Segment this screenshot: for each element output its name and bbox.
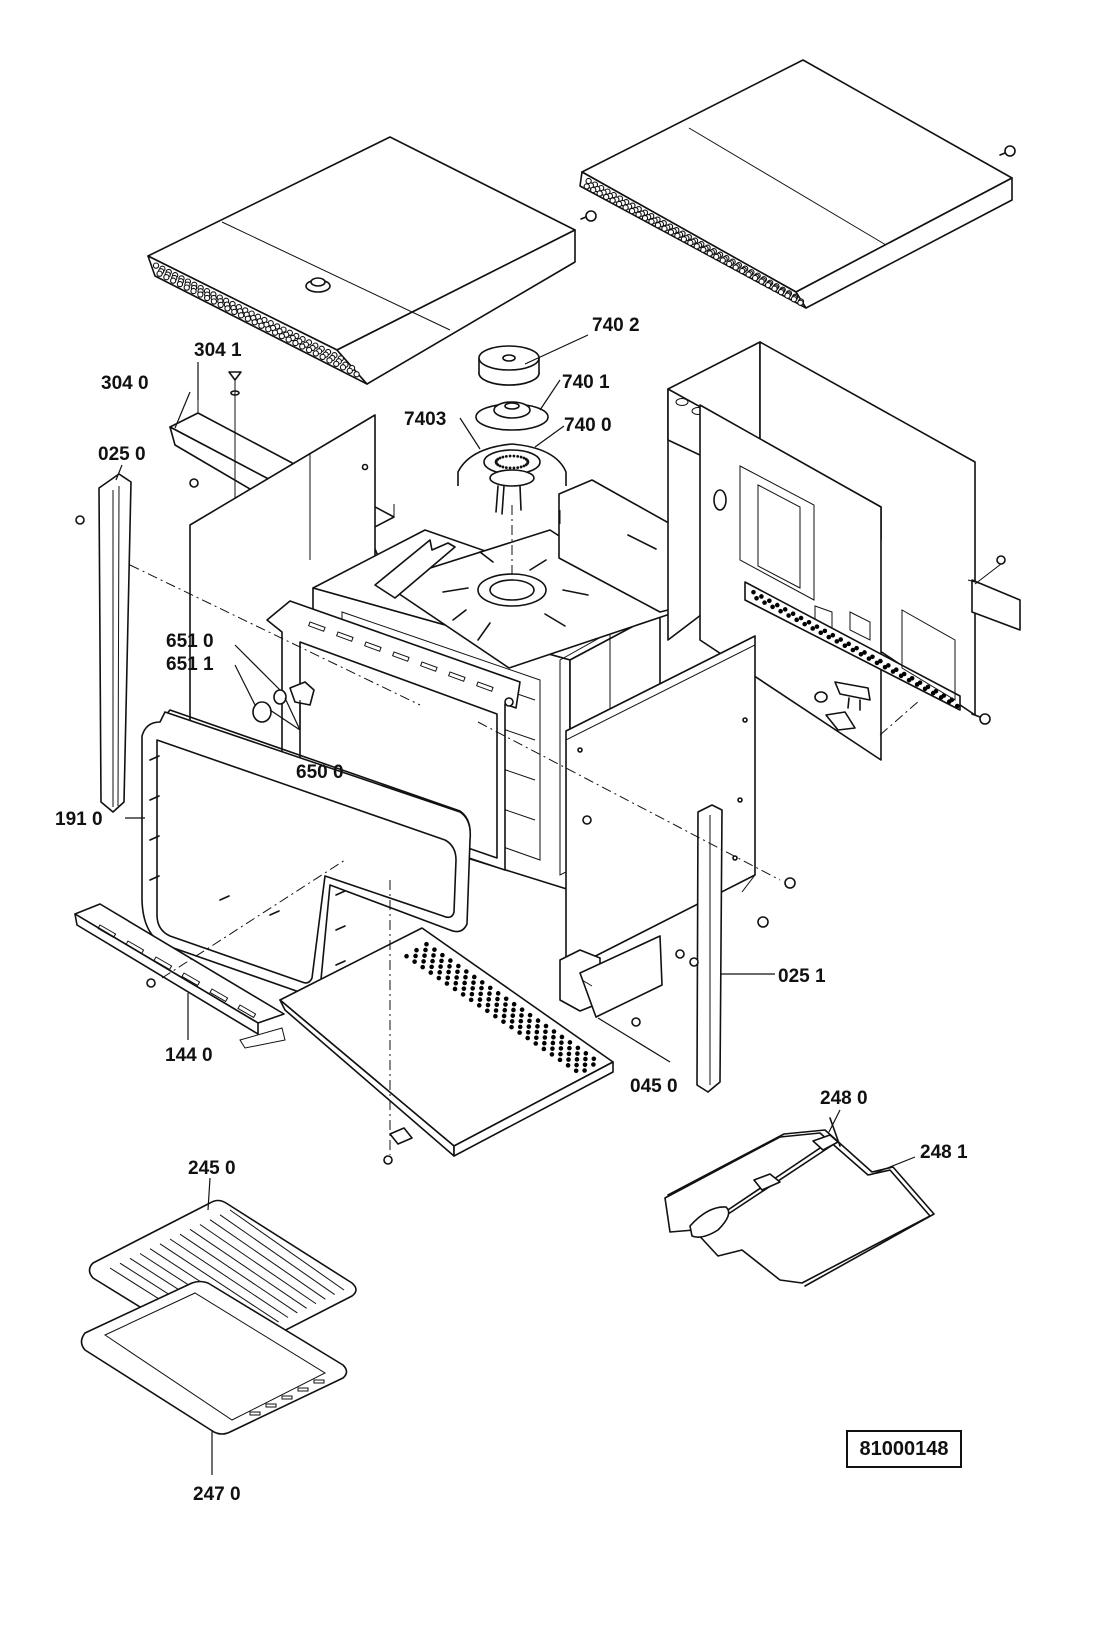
part-7400-burner — [457, 443, 567, 515]
top-cover-left — [147, 136, 576, 385]
screw-icon — [146, 978, 156, 988]
label-6511: 651 1 — [166, 654, 214, 675]
label-3041: 304 1 — [194, 340, 242, 361]
reference-number-box: 81000148 — [846, 1430, 962, 1468]
screw-icon — [582, 815, 796, 1027]
part-labels: 740 2 304 1 740 1 304 0 7403 740 0 025 0… — [55, 315, 968, 1505]
part-1440-front-bar — [74, 903, 285, 1035]
screw-icon — [189, 478, 199, 488]
label-6500: 650 0 — [296, 762, 344, 783]
label-2450: 245 0 — [188, 1158, 236, 1179]
label-7402: 740 2 — [592, 315, 640, 336]
part-0250-strip — [98, 473, 132, 813]
screw-icon — [75, 515, 85, 525]
screw-icon — [383, 1155, 393, 1165]
bottom-plate — [239, 927, 614, 1157]
vent-holes — [583, 177, 805, 306]
label-2481: 248 1 — [920, 1142, 968, 1163]
part-651-lamp — [252, 681, 315, 723]
top-cover-right — [579, 59, 1013, 309]
part-2480-spit — [689, 1117, 841, 1238]
label-0250: 025 0 — [98, 444, 146, 465]
reference-number: 81000148 — [859, 1437, 949, 1460]
label-7400: 740 0 — [564, 415, 612, 436]
switch-part — [814, 681, 921, 736]
label-0251: 025 1 — [778, 966, 826, 987]
label-1440: 144 0 — [165, 1045, 213, 1066]
label-7403: 7403 — [404, 409, 446, 430]
part-7401-cap — [475, 401, 549, 431]
label-7401: 740 1 — [562, 372, 610, 393]
part-7402-disc — [478, 345, 540, 386]
screw-icon — [580, 210, 597, 222]
label-2470: 247 0 — [193, 1484, 241, 1505]
part-2481-rotisserie-frame — [664, 1129, 935, 1287]
label-3040: 304 0 — [101, 373, 149, 394]
label-1910: 191 0 — [55, 809, 103, 830]
vent-holes — [152, 262, 360, 378]
screw-icon — [971, 713, 991, 725]
label-0450: 045 0 — [630, 1076, 678, 1097]
bracket-right — [967, 555, 1021, 631]
part-0450-bracket — [559, 935, 663, 1018]
part-0251-strip — [696, 804, 723, 1093]
label-6510: 651 0 — [166, 631, 214, 652]
assembly-lines — [129, 505, 781, 1155]
rear-panel — [667, 341, 976, 761]
screw-icon — [999, 145, 1016, 157]
leader-lines — [115, 334, 916, 1475]
part-2470-tray — [80, 1280, 348, 1435]
label-2480: 248 0 — [820, 1088, 868, 1109]
